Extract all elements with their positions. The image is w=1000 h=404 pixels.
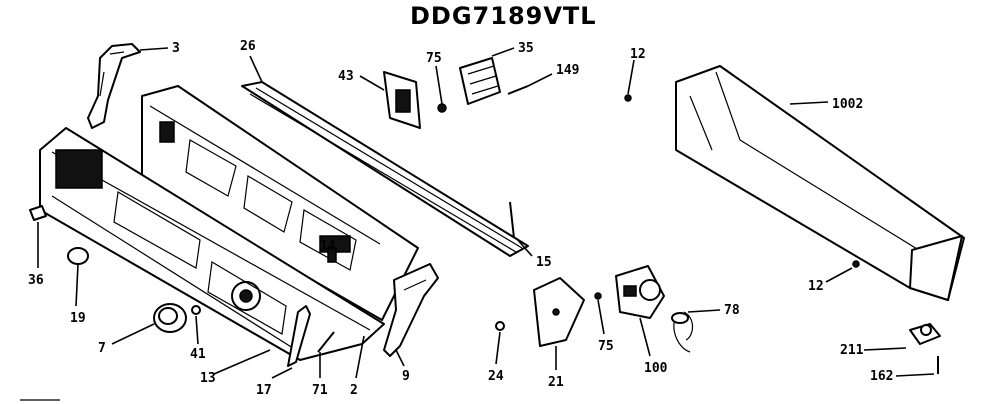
part-41-spring (191, 305, 201, 315)
callout-7: 7 (98, 341, 106, 356)
leader-75a (435, 65, 443, 105)
part-3-bracket (87, 43, 141, 129)
part-24-nut (495, 321, 505, 331)
callout-36: 36 (28, 273, 44, 288)
part-36-cap (29, 205, 47, 221)
callout-71: 71 (312, 383, 328, 398)
part-71-screw (317, 331, 335, 353)
callout-15: 15 (536, 255, 552, 270)
callout-75-bottom: 75 (598, 339, 614, 354)
part-75-screw-b (594, 292, 602, 300)
leader-149 (527, 73, 553, 87)
leader-211 (863, 347, 907, 351)
part-9-end-cap (383, 263, 439, 357)
part-21-mounting-plate (533, 277, 585, 347)
leader-41 (195, 315, 199, 345)
leader-26 (249, 55, 263, 83)
part-1002-backsplash (675, 65, 965, 301)
leader-15 (515, 237, 533, 257)
callout-26: 26 (240, 39, 256, 54)
leader-19 (75, 263, 79, 307)
part-15-screw (509, 201, 515, 239)
leader-13 (213, 349, 271, 375)
callout-19: 19 (70, 311, 86, 326)
leader-12b (825, 267, 853, 283)
part-75-screw-a (437, 103, 447, 113)
part-78-switch (671, 311, 694, 353)
part-12-clip-a (624, 94, 632, 102)
part-19-lens (67, 247, 89, 265)
leader-12a (627, 59, 635, 95)
callout-43: 43 (338, 69, 354, 84)
part-43-bracket (383, 71, 421, 129)
leader-162 (895, 373, 935, 377)
callout-41: 41 (190, 347, 206, 362)
callout-12-top: 12 (630, 47, 646, 62)
part-12-clip-b (852, 260, 860, 268)
callout-211: 211 (840, 343, 864, 358)
callout-12-bottom: 12 (808, 279, 824, 294)
leader-35 (491, 47, 515, 57)
leader-7 (111, 323, 155, 345)
callout-13: 13 (200, 371, 216, 386)
part-17-lever (287, 305, 311, 367)
leader-43 (359, 75, 385, 91)
callout-1002: 1002 (832, 97, 863, 112)
callout-17: 17 (256, 383, 272, 398)
leader-24 (495, 331, 501, 365)
callout-162: 162 (870, 369, 893, 384)
part-7-knob (153, 303, 187, 333)
callout-14: 14 (320, 239, 336, 254)
leader-1002 (789, 101, 829, 105)
leader-3 (139, 47, 169, 51)
leader-17 (271, 367, 293, 379)
diagram-title: DDG7189VTL (410, 2, 597, 30)
leader-9 (395, 349, 405, 367)
part-35-terminal-block (459, 57, 501, 105)
part-149-screw (507, 85, 529, 95)
callout-78: 78 (724, 303, 740, 318)
part-211-hinge (909, 323, 941, 345)
part-100-timer (615, 265, 665, 319)
callout-75-top: 75 (426, 51, 442, 66)
callout-100: 100 (644, 361, 668, 376)
callout-24: 24 (488, 369, 504, 384)
part-14-clip (327, 247, 337, 263)
callout-21: 21 (548, 375, 564, 390)
callout-35: 35 (518, 41, 534, 56)
callout-2: 2 (350, 383, 358, 398)
leader-2 (355, 335, 365, 379)
leader-78 (687, 309, 721, 313)
callout-9: 9 (402, 369, 410, 384)
leader-100 (639, 317, 651, 357)
leader-75b (597, 299, 605, 335)
callout-149: 149 (556, 63, 579, 78)
part-26-trim-strip (241, 81, 529, 257)
callout-3: 3 (172, 41, 180, 56)
